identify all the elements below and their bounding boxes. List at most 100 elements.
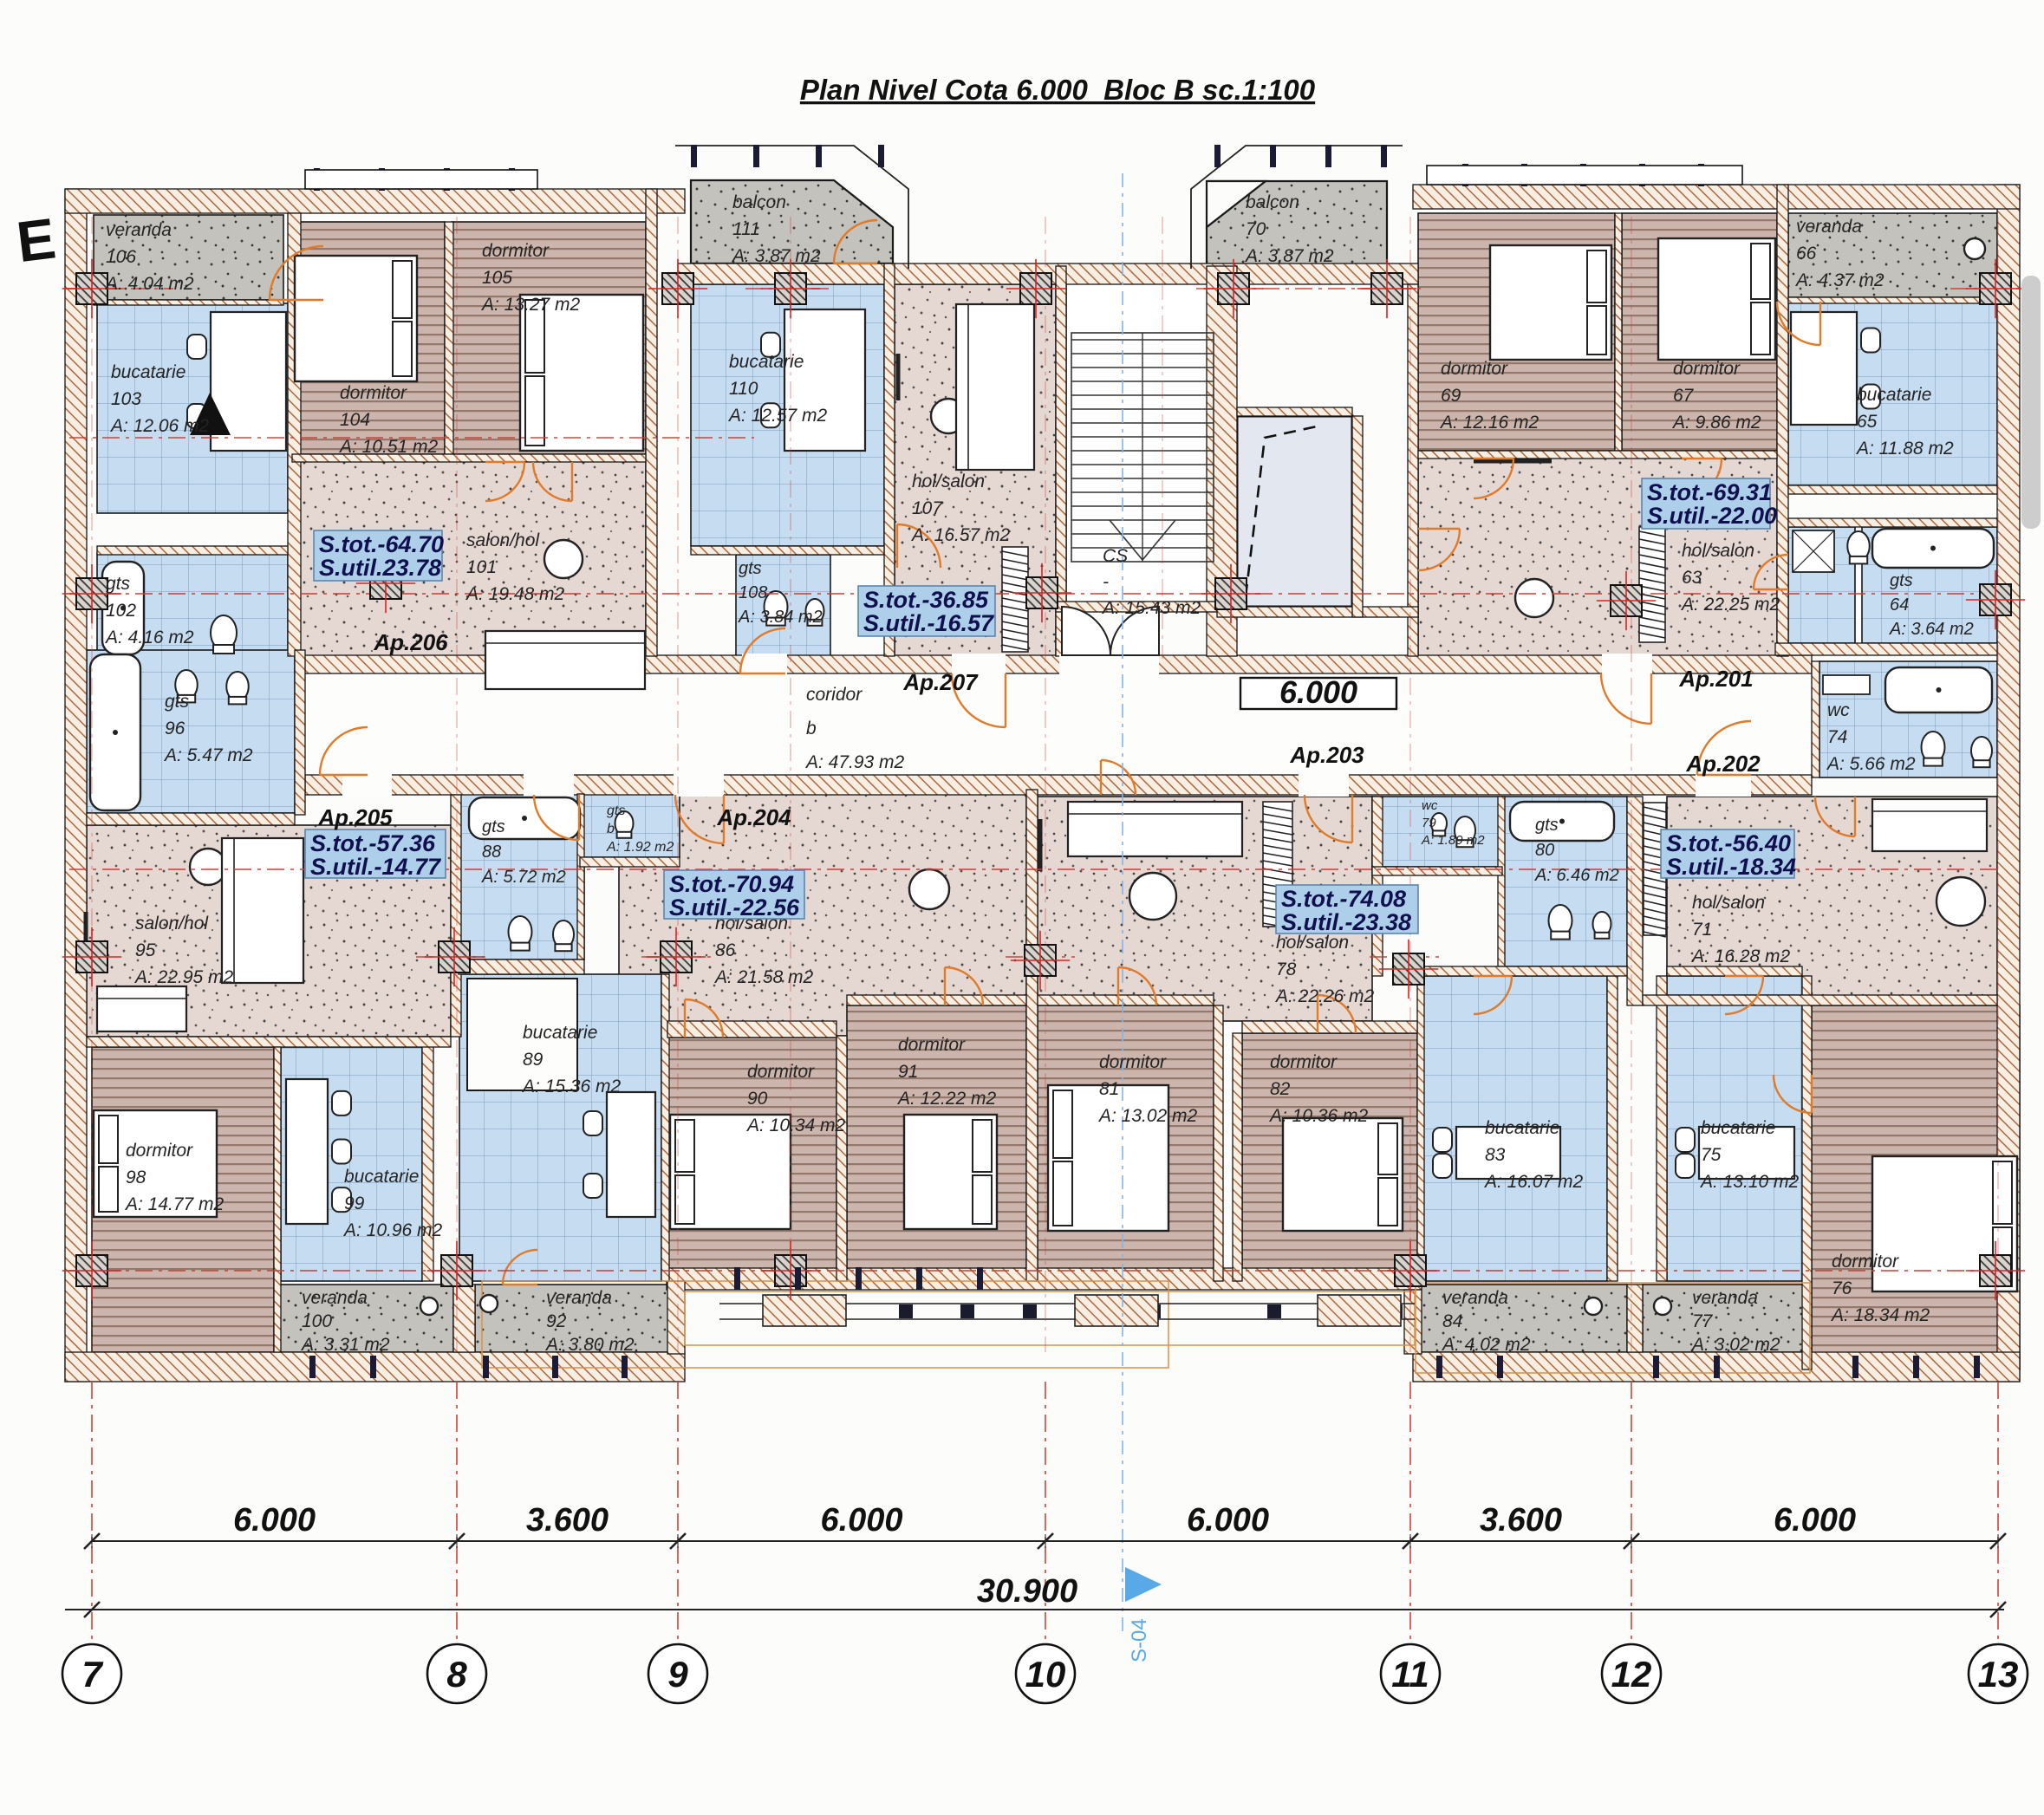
svg-text:A: 9.86 m2: A: 9.86 m2 [1671, 413, 1761, 433]
svg-text:A: 47.93 m2: A: 47.93 m2 [804, 752, 905, 772]
svg-text:Ap.207: Ap.207 [902, 669, 979, 695]
svg-text:65: 65 [1857, 412, 1878, 432]
svg-text:bucatarie: bucatarie [523, 1023, 597, 1043]
svg-text:S.tot.-64.70: S.tot.-64.70 [319, 531, 444, 557]
svg-text:Ap.203: Ap.203 [1289, 742, 1364, 768]
svg-text:b: b [607, 822, 615, 836]
svg-text:3.600: 3.600 [526, 1502, 609, 1539]
svg-text:A: 1.89 m2: A: 1.89 m2 [1421, 833, 1485, 848]
svg-text:89: 89 [523, 1050, 544, 1070]
svg-text:107: 107 [912, 498, 943, 518]
svg-text:75: 75 [1701, 1145, 1722, 1165]
svg-text:111: 111 [732, 219, 760, 239]
svg-text:wc: wc [1827, 700, 1850, 720]
svg-text:gts: gts [165, 692, 190, 712]
svg-text:gts: gts [106, 574, 131, 594]
svg-text:S.util.-14.77: S.util.-14.77 [310, 854, 442, 880]
svg-text:A: 1.92 m2: A: 1.92 m2 [606, 840, 674, 855]
svg-text:A: 13.02 m2: A: 13.02 m2 [1097, 1106, 1198, 1126]
svg-text:99: 99 [344, 1194, 365, 1213]
svg-text:Ap.202: Ap.202 [1685, 751, 1761, 777]
svg-text:S.util.-23.38: S.util.-23.38 [1281, 909, 1411, 935]
svg-text:88: 88 [482, 842, 501, 862]
svg-text:Plan Nivel Cota 6.000 Bloc B: Plan Nivel Cota 6.000 Bloc B sc.1:100 [800, 74, 1316, 106]
svg-text:78: 78 [1276, 960, 1297, 979]
svg-text:dormitor: dormitor [1099, 1052, 1167, 1072]
svg-text:A: 3.87 m2: A: 3.87 m2 [731, 246, 821, 266]
svg-text:A: 3.87 m2: A: 3.87 m2 [1244, 246, 1334, 266]
svg-text:dormitor: dormitor [340, 383, 407, 403]
svg-text:10: 10 [1025, 1654, 1066, 1695]
svg-text:3.600: 3.600 [1480, 1502, 1562, 1539]
svg-text:A: 15.43 m2: A: 15.43 m2 [1101, 598, 1201, 618]
svg-text:hol/salon: hol/salon [1276, 933, 1349, 953]
svg-text:S.util.-16.57: S.util.-16.57 [863, 610, 995, 636]
svg-text:A: 3.64 m2: A: 3.64 m2 [1889, 620, 1974, 639]
svg-text:84: 84 [1442, 1311, 1462, 1331]
svg-text:bucatarie: bucatarie [111, 362, 186, 382]
svg-text:101: 101 [466, 557, 497, 577]
svg-text:A: 12.16 m2: A: 12.16 m2 [1439, 413, 1540, 433]
svg-text:wc: wc [1422, 798, 1438, 813]
svg-text:coridor: coridor [806, 685, 863, 705]
svg-text:96: 96 [165, 719, 186, 738]
svg-text:103: 103 [111, 389, 141, 409]
svg-text:A: 3.31 m2: A: 3.31 m2 [300, 1335, 390, 1355]
svg-text:S.tot.-36.85: S.tot.-36.85 [863, 587, 989, 613]
svg-text:dormitor: dormitor [747, 1062, 815, 1082]
svg-text:95: 95 [135, 940, 156, 960]
svg-text:63: 63 [1682, 568, 1702, 588]
svg-text:77: 77 [1692, 1311, 1714, 1331]
svg-text:A: 16.57 m2: A: 16.57 m2 [910, 525, 1011, 545]
svg-text:-: - [1103, 572, 1109, 592]
svg-text:veranda: veranda [1692, 1288, 1758, 1308]
svg-text:A: 22.26 m2: A: 22.26 m2 [1274, 986, 1375, 1006]
svg-text:balcon: balcon [732, 192, 786, 212]
svg-text:S.tot.-69.31: S.tot.-69.31 [1647, 479, 1772, 505]
svg-text:A: 5.72 m2: A: 5.72 m2 [481, 868, 566, 887]
svg-text:A: 21.58 m2: A: 21.58 m2 [713, 967, 814, 987]
svg-text:dormitor: dormitor [482, 241, 550, 261]
svg-text:gts: gts [607, 803, 625, 818]
svg-text:A: 4.04 m2: A: 4.04 m2 [104, 274, 194, 294]
svg-text:105: 105 [482, 268, 512, 288]
svg-text:82: 82 [1270, 1079, 1291, 1099]
svg-text:6.000: 6.000 [1279, 674, 1357, 710]
svg-text:A: 18.34 m2: A: 18.34 m2 [1830, 1305, 1930, 1325]
svg-text:hol/salon: hol/salon [912, 472, 985, 491]
svg-text:Ap.204: Ap.204 [716, 804, 791, 830]
svg-text:Ap.206: Ap.206 [373, 629, 448, 655]
svg-text:71: 71 [1692, 920, 1712, 940]
svg-text:E: E [13, 205, 59, 274]
svg-text:balcon: balcon [1246, 192, 1299, 212]
svg-text:A: 3.80 m2: A: 3.80 m2 [544, 1335, 635, 1355]
svg-text:92: 92 [546, 1311, 567, 1331]
svg-text:S.util.-22.00: S.util.-22.00 [1647, 503, 1777, 529]
svg-text:dormitor: dormitor [898, 1035, 966, 1055]
svg-text:69: 69 [1441, 386, 1461, 406]
svg-text:gts: gts [1890, 571, 1913, 590]
svg-text:A: 16.28 m2: A: 16.28 m2 [1690, 947, 1791, 966]
svg-text:A: 4.37 m2: A: 4.37 m2 [1794, 270, 1885, 290]
svg-text:A: 11.88 m2: A: 11.88 m2 [1855, 439, 1954, 459]
svg-text:A: 5.47 m2: A: 5.47 m2 [163, 745, 253, 765]
svg-text:A: 10.51 m2: A: 10.51 m2 [338, 437, 439, 457]
svg-text:dormitor: dormitor [1832, 1252, 1899, 1272]
svg-text:veranda: veranda [1796, 217, 1862, 237]
svg-text:b: b [806, 719, 817, 738]
svg-text:A: 10.96 m2: A: 10.96 m2 [342, 1220, 443, 1240]
svg-text:A: 19.48 m2: A: 19.48 m2 [465, 584, 565, 604]
svg-text:A: 12.06 m2: A: 12.06 m2 [109, 416, 210, 436]
svg-text:salon/hol: salon/hol [135, 914, 209, 934]
svg-text:bucatarie: bucatarie [1485, 1118, 1559, 1138]
svg-text:6.000: 6.000 [233, 1502, 316, 1539]
svg-text:9: 9 [667, 1654, 688, 1695]
svg-text:6.000: 6.000 [1187, 1502, 1269, 1539]
svg-text:100: 100 [302, 1311, 332, 1331]
svg-text:A: 12.22 m2: A: 12.22 m2 [896, 1089, 997, 1109]
svg-text:91: 91 [898, 1062, 918, 1082]
svg-text:12: 12 [1611, 1654, 1652, 1695]
svg-text:108: 108 [739, 583, 767, 602]
svg-text:6.000: 6.000 [820, 1502, 902, 1539]
svg-text:66: 66 [1796, 244, 1817, 263]
